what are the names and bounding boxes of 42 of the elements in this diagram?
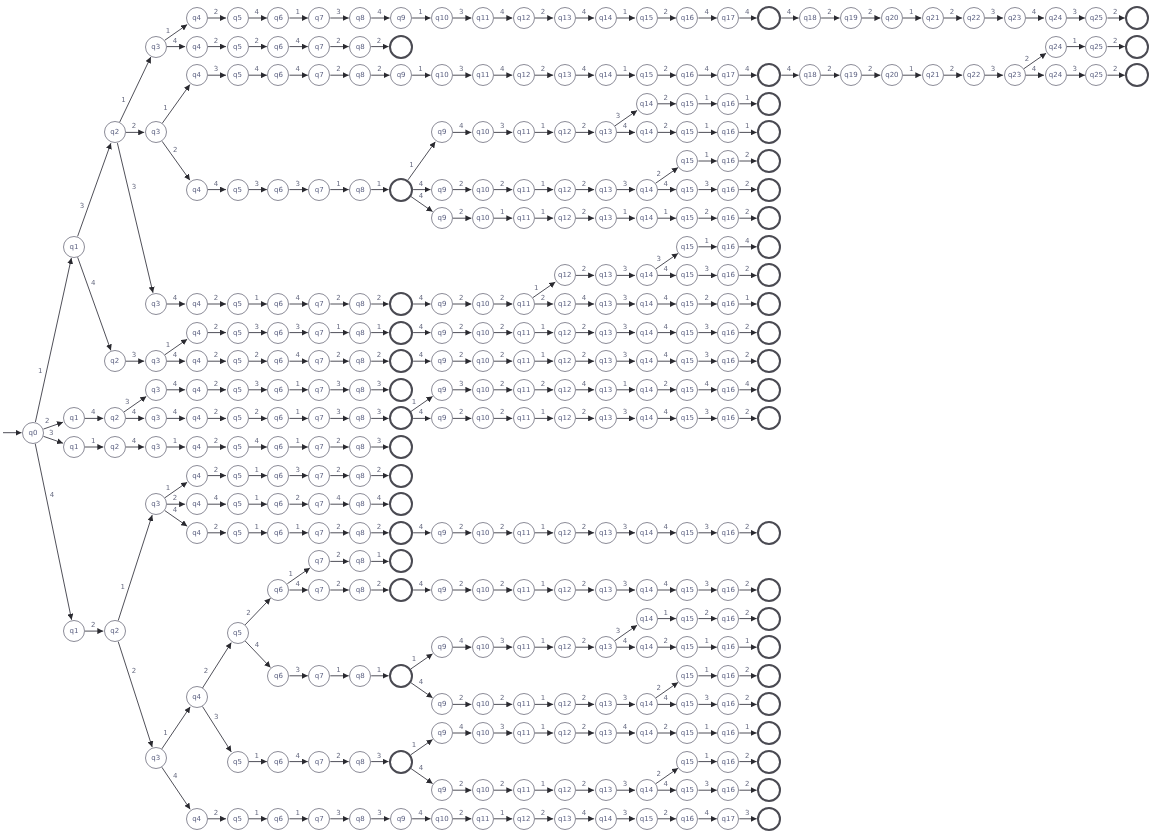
accept-state-circle bbox=[389, 749, 414, 774]
accept-state-circle bbox=[389, 349, 414, 374]
accept-state-circle bbox=[389, 177, 414, 202]
accept-state-circle bbox=[757, 692, 782, 717]
accept-state-circle bbox=[757, 663, 782, 688]
accept-state-circle bbox=[389, 377, 414, 402]
accept-state-circle bbox=[389, 549, 414, 574]
accept-state-circle bbox=[389, 406, 414, 431]
accept-state-circle bbox=[757, 721, 782, 745]
accept-state-circle bbox=[757, 606, 782, 631]
accept-state-circle bbox=[757, 749, 782, 774]
accept-state-circle bbox=[389, 320, 414, 345]
accept-state-circle bbox=[1125, 6, 1150, 30]
accept-state-circle bbox=[757, 206, 782, 231]
accept-state-circle bbox=[1125, 63, 1150, 88]
accept-state-circle bbox=[757, 320, 782, 345]
accept-state-circle bbox=[389, 492, 414, 517]
accept-state-circle bbox=[1125, 34, 1150, 59]
accept-state-circle bbox=[757, 520, 782, 545]
accept-state-circle bbox=[757, 120, 782, 145]
accept-state-circle bbox=[757, 149, 782, 173]
accept-state-circle bbox=[389, 34, 414, 59]
accept-state-circle bbox=[389, 578, 414, 602]
accept-state-circle bbox=[757, 349, 782, 374]
accept-state-circle bbox=[757, 63, 782, 88]
accept-state-circle bbox=[757, 6, 782, 30]
accept-state-circle bbox=[757, 806, 782, 831]
accept-state-circle bbox=[757, 91, 782, 116]
accept-state-circle bbox=[757, 234, 782, 259]
accept-state-circle bbox=[757, 292, 782, 316]
accept-state-circle bbox=[389, 292, 414, 316]
accept-state-circle bbox=[757, 377, 782, 402]
accept-state-circle bbox=[389, 463, 414, 488]
accept-state-circle bbox=[757, 778, 782, 803]
accept-state-circle bbox=[757, 177, 782, 202]
accept-state-circle bbox=[389, 520, 414, 545]
accept-state-circle bbox=[757, 406, 782, 431]
accept-state-circle bbox=[757, 263, 782, 288]
accept-state-circle bbox=[389, 663, 414, 688]
accept-state-circle bbox=[389, 435, 414, 459]
accept-state-circle bbox=[757, 578, 782, 602]
accept-state-circle bbox=[757, 635, 782, 660]
